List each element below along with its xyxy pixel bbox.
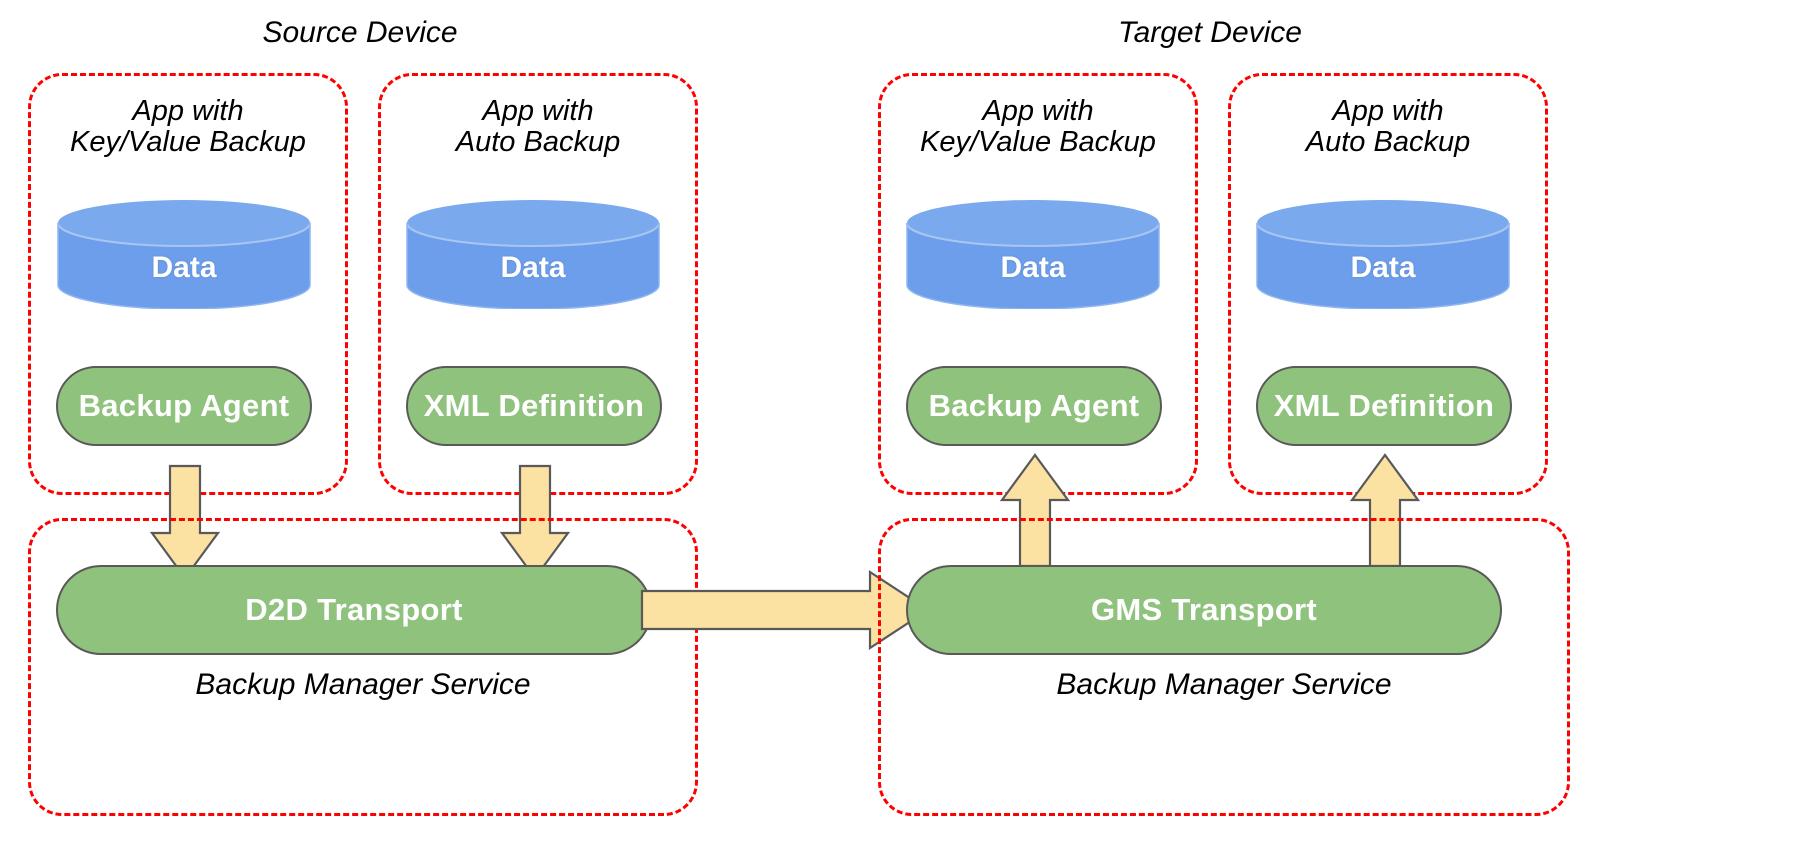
target-app-kv-data-label: Data [1000, 251, 1066, 284]
target-backup-manager-service-caption: Backup Manager Service [1056, 668, 1392, 701]
target-backup-manager-service-container[interactable] [878, 518, 1570, 816]
source-backup-agent-box[interactable]: Backup Agent [56, 366, 312, 446]
transport-transfer-arrow [640, 569, 931, 651]
d2d-transport-box[interactable]: D2D Transport [56, 565, 652, 655]
source-app-kv-data-cylinder: Data [57, 199, 311, 309]
target-xml-definition-box[interactable]: XML Definition [1256, 366, 1512, 446]
target-app-auto-data-cylinder: Data [1256, 199, 1510, 309]
gms-transport-box[interactable]: GMS Transport [906, 565, 1502, 655]
target-app-kv-data-cylinder: Data [906, 199, 1160, 309]
source-app-auto-data-cylinder: Data [406, 199, 660, 309]
source-xml-definition-box[interactable]: XML Definition [406, 366, 662, 446]
source-auto-down-arrow [499, 464, 571, 580]
source-app-kv-caption: App with Key/Value Backup [70, 95, 306, 159]
target-app-kv-caption: App with Key/Value Backup [920, 95, 1156, 159]
target-backup-agent-box[interactable]: Backup Agent [906, 366, 1162, 446]
source-app-auto-caption: App with Auto Backup [455, 95, 621, 159]
target-device-title: Target Device [1118, 16, 1302, 49]
source-app-kv-data-label: Data [151, 251, 217, 284]
source-device-title: Source Device [262, 16, 458, 49]
target-app-auto-caption: App with Auto Backup [1305, 95, 1471, 159]
source-backup-manager-service-caption: Backup Manager Service [195, 668, 531, 701]
source-app-auto-data-label: Data [500, 251, 566, 284]
target-app-auto-data-label: Data [1350, 251, 1416, 284]
source-kv-down-arrow [149, 464, 221, 580]
source-backup-manager-service-container[interactable] [28, 518, 698, 816]
